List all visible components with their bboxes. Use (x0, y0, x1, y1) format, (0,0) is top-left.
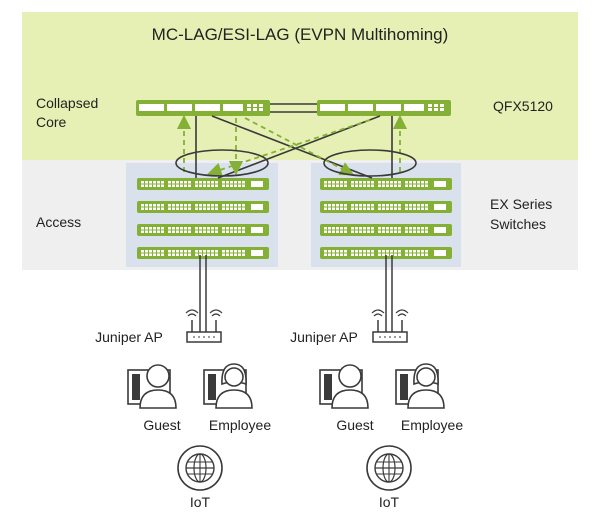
access-band (22, 160, 578, 270)
switch-icon (320, 224, 452, 236)
access-device-label: EX Series (490, 196, 552, 212)
active-link-cross-right (244, 117, 355, 176)
iot-label: IoT (190, 494, 211, 510)
lag-bundle-left (175, 149, 269, 177)
lag-bundle-right (323, 149, 417, 177)
switch-icon (137, 247, 269, 259)
switch-icon (320, 178, 452, 190)
core-switch-left (136, 100, 270, 116)
globe-icon (366, 445, 412, 491)
diagram-title: MC-LAG/ESI-LAG (EVPN Multihoming) (152, 25, 449, 44)
globe-icon (177, 445, 223, 491)
core-layer-label-line2: Core (36, 114, 67, 130)
core-device-label: QFX5120 (493, 98, 553, 114)
iot-label: IoT (379, 494, 400, 510)
access-switches (137, 178, 452, 259)
guest-label: Guest (143, 417, 180, 433)
access-layer-label: Access (36, 214, 81, 230)
guest-label: Guest (336, 417, 373, 433)
left-site: Juniper AP Guest Employee IoT (95, 309, 271, 510)
right-site: Juniper AP Guest Employee IoT (290, 309, 463, 510)
switch-icon (137, 201, 269, 213)
switch-icon (320, 201, 452, 213)
user-icon (319, 364, 369, 409)
active-link-cross-left (207, 119, 371, 177)
access-point-icon (185, 309, 223, 343)
access-device-label-line2: Switches (490, 216, 546, 232)
user-icon (395, 363, 445, 409)
employee-label: Employee (401, 417, 463, 433)
switch-icon (137, 224, 269, 236)
access-point-label: Juniper AP (290, 329, 358, 345)
switch-icon (137, 178, 269, 190)
core-band (22, 12, 578, 160)
access-point-label: Juniper AP (95, 329, 163, 345)
employee-label: Employee (209, 417, 271, 433)
user-icon (127, 364, 177, 409)
access-point-icon (371, 309, 409, 343)
dashed-active-links (176, 114, 408, 177)
switch-icon (320, 247, 452, 259)
core-layer-label: Collapsed (36, 95, 98, 111)
core-switch-right (317, 100, 451, 116)
user-icon (203, 363, 253, 409)
